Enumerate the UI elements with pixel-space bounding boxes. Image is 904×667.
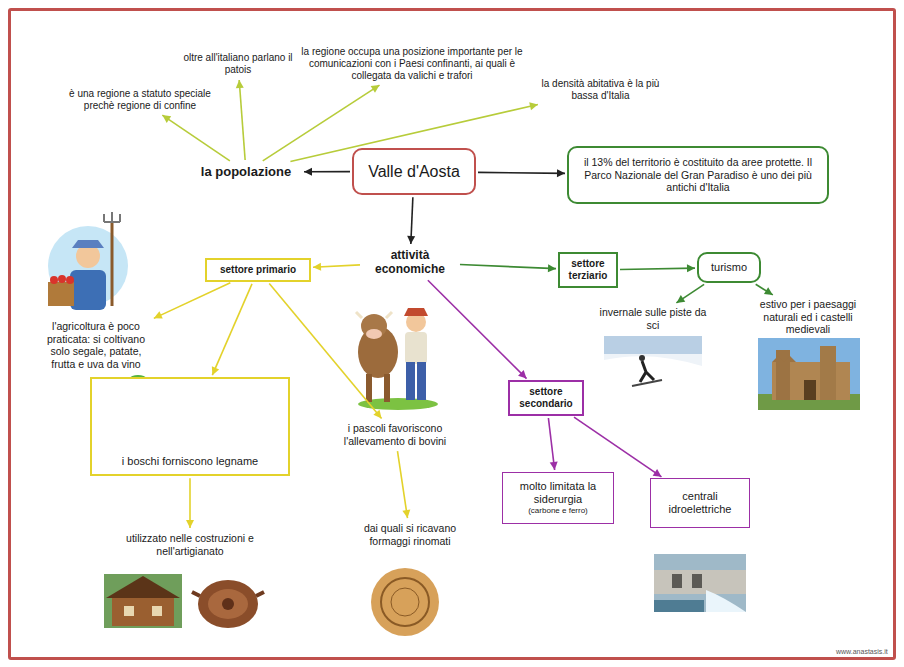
topic-box: turismo xyxy=(697,252,761,283)
arrow-head xyxy=(550,462,558,470)
concept-text: oltre all'italiano parlano il patois xyxy=(178,50,298,78)
watermark: www.anastasis.it xyxy=(836,648,888,655)
node-text: la densità abitativa è la più bassa d'It… xyxy=(530,78,671,102)
cheese-illustration xyxy=(371,568,439,636)
sector-box: settore secondario xyxy=(508,380,584,416)
main-topic-box: Valle d'Aosta xyxy=(352,148,476,195)
node-text: la regione occupa una posizione importan… xyxy=(295,46,529,82)
concept-text: i pascoli favoriscono l'allevamento di b… xyxy=(333,420,457,449)
arrow-head xyxy=(212,366,219,375)
cow-illustration xyxy=(356,308,438,410)
concept-text: attività economiche xyxy=(362,246,458,279)
sector-box: settore primario xyxy=(205,258,311,282)
node-text: settore primario xyxy=(211,264,305,276)
arrow-head xyxy=(557,169,565,177)
arrow-head xyxy=(162,115,171,123)
node-text: il 13% del territorio è costituito da ar… xyxy=(577,156,819,194)
arrow-head xyxy=(548,264,556,272)
concept-text: l'agricoltura è poco praticata: si colti… xyxy=(40,318,152,372)
node-text: i pascoli favoriscono l'allevamento di b… xyxy=(335,422,455,447)
node-text: settore terziario xyxy=(562,258,614,282)
arrow-head xyxy=(402,510,410,519)
node-text: attività economiche xyxy=(364,248,456,277)
concept-text: invernale sulle piste da sci xyxy=(596,304,710,333)
node-text: molto limitata la siderurgia xyxy=(507,480,609,506)
connector xyxy=(397,451,407,518)
connector xyxy=(460,265,556,269)
connector xyxy=(574,417,661,477)
concept-text: la regione occupa una posizione importan… xyxy=(293,44,531,84)
sector-box: settore terziario xyxy=(558,252,618,288)
connector xyxy=(162,115,230,161)
bowl-illustration xyxy=(192,580,264,628)
node-text: turismo xyxy=(701,261,757,274)
info-box: il 13% del territorio è costituito da ar… xyxy=(567,146,829,204)
connector xyxy=(154,283,231,319)
concept-text: dai quali si ricavano formaggi rinomati xyxy=(345,520,475,549)
castle-photo xyxy=(758,338,860,410)
node-text: l'agricoltura è poco praticata: si colti… xyxy=(42,320,150,370)
arrow-head xyxy=(236,80,244,88)
node-text: oltre all'italiano parlano il patois xyxy=(180,52,296,76)
arrow-head xyxy=(529,102,538,110)
arrow-head xyxy=(653,469,662,477)
cabin-illustration xyxy=(104,574,182,628)
connector xyxy=(478,172,565,173)
arrow-head xyxy=(764,287,773,295)
arrow-head xyxy=(154,311,163,318)
node-text: i boschi forniscono legname xyxy=(98,455,282,468)
connector xyxy=(620,268,695,269)
arrow-head xyxy=(676,295,685,303)
arrow-head xyxy=(687,264,695,272)
farmer-illustration xyxy=(48,212,128,310)
hydro-dam-photo xyxy=(654,554,746,612)
connector xyxy=(212,284,252,375)
concept-text: la popolazione xyxy=(190,162,302,182)
node-text: estivo per i paesaggi naturali ed i cast… xyxy=(758,298,858,336)
node-text: la popolazione xyxy=(192,164,300,180)
arrow-head xyxy=(407,236,415,244)
node-text: centrali idroelettriche xyxy=(655,490,745,516)
connector xyxy=(428,280,527,378)
node-text: invernale sulle piste da sci xyxy=(598,306,708,331)
node-text: utilizzato nelle costruzioni e nell'arti… xyxy=(112,532,268,557)
process-box: centrali idroelettriche xyxy=(650,478,750,528)
node-text: è una regione a statuto speciale prechè … xyxy=(57,88,223,112)
concept-text: utilizzato nelle costruzioni e nell'arti… xyxy=(110,530,270,559)
arrow-head xyxy=(304,168,312,176)
picture-box: i boschi forniscono legname xyxy=(90,377,290,476)
concept-text: estivo per i paesaggi naturali ed i cast… xyxy=(756,296,860,338)
arrow-head xyxy=(518,370,526,378)
concept-text: è una regione a statuto speciale prechè … xyxy=(55,86,225,114)
skier-photo xyxy=(604,336,702,398)
node-text: dai quali si ricavano formaggi rinomati xyxy=(347,522,473,547)
arrow-head xyxy=(186,520,194,528)
node-text: Valle d'Aosta xyxy=(360,162,468,181)
arrow-head xyxy=(371,85,380,93)
node-subtext: (carbone e ferro) xyxy=(507,506,609,516)
connector xyxy=(756,284,773,295)
concept-text: la densità abitativa è la più bassa d'It… xyxy=(528,76,673,104)
arrow-head xyxy=(313,263,321,271)
node-text: settore secondario xyxy=(514,386,578,410)
arrow-head xyxy=(373,410,381,419)
connector xyxy=(676,284,704,303)
process-box: molto limitata la siderurgia(carbone e f… xyxy=(502,472,614,524)
connector xyxy=(239,80,245,160)
